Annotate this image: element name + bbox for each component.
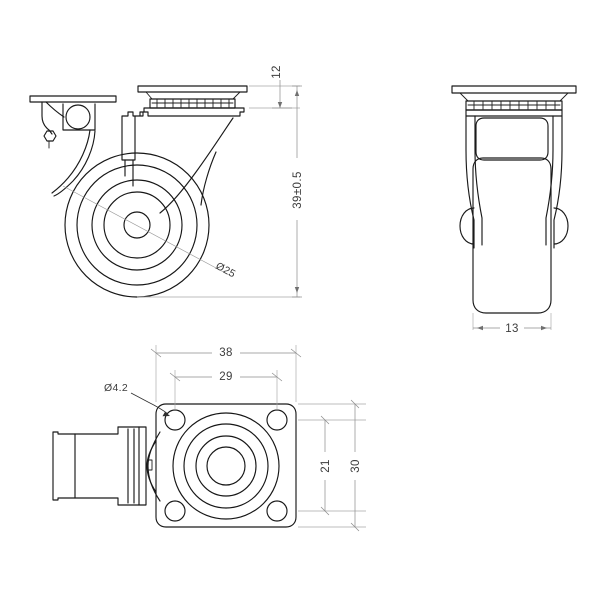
brake-housing bbox=[62, 103, 96, 131]
bolt-hole-leader-arrow bbox=[162, 411, 170, 417]
bolt-spacing-y-text: 21 bbox=[320, 459, 332, 473]
dim-text-mask-wheel-width bbox=[500, 318, 524, 334]
front-axle-cap-right bbox=[553, 207, 569, 245]
brake-bracket-arm bbox=[41, 101, 53, 135]
plan-raceway-mid bbox=[183, 423, 269, 509]
dim-overall-height: 39±0.5 bbox=[292, 171, 304, 209]
dim-plate-depth: 30 bbox=[350, 459, 362, 473]
plate-thickness-text: 12 bbox=[271, 65, 283, 79]
dim-text-mask-29 bbox=[212, 367, 240, 384]
plan-wheel-body bbox=[117, 426, 147, 506]
dim-bolt-spacing-y: 21 bbox=[320, 459, 332, 473]
bolt-hole-bottom-left bbox=[164, 500, 186, 522]
dim-slash-38-right bbox=[290, 348, 302, 358]
plan-kingpin-circle bbox=[206, 446, 246, 486]
front-top-plate bbox=[451, 85, 577, 94]
dim-text-mask-38 bbox=[212, 343, 240, 360]
raceway-balls bbox=[151, 98, 234, 108]
dimension-group-wheel-width: 13 bbox=[473, 318, 551, 335]
wheel-hub-axle bbox=[123, 211, 151, 239]
bolt-hole-diameter-text: Ø4.2 bbox=[104, 382, 128, 394]
brake-pawl bbox=[43, 130, 57, 142]
dim-slash-29-right bbox=[271, 372, 283, 382]
arrow-wheel-width-left bbox=[477, 325, 483, 331]
plan-wheel-axle-hub bbox=[52, 426, 119, 506]
dim-text-mask-30 bbox=[347, 452, 364, 480]
plan-mounting-plate bbox=[155, 403, 297, 528]
bolt-spacing-x-text: 29 bbox=[219, 371, 233, 383]
front-wheel-body bbox=[472, 157, 552, 314]
plate-depth-text: 30 bbox=[350, 459, 362, 473]
fork-leg-inner-edge bbox=[200, 151, 217, 206]
wheel-tread-inner bbox=[76, 164, 198, 286]
wheel-rim-inner bbox=[103, 191, 171, 259]
arrow-height-top bbox=[294, 90, 300, 96]
front-fork-leg-left-inner bbox=[474, 115, 483, 246]
wheel-diameter-leader-line bbox=[62, 185, 232, 277]
view-side-elevation: Ø25 bbox=[29, 85, 300, 298]
brake-lever-arm bbox=[51, 129, 91, 194]
arrow-plate-thickness-lower bbox=[277, 102, 283, 108]
arrow-wheel-width-right bbox=[541, 325, 547, 331]
plate-width-text: 38 bbox=[219, 347, 233, 359]
dimension-group-side-view: 12 39±0.5 bbox=[249, 65, 306, 298]
front-hub-block bbox=[475, 117, 549, 161]
dim-text-mask-21 bbox=[317, 452, 334, 480]
brake-pivot-circle bbox=[65, 104, 91, 130]
fork-leg-curve-right bbox=[159, 117, 234, 214]
overall-height-text: 39±0.5 bbox=[292, 171, 304, 209]
brake-bracket-plate bbox=[29, 95, 117, 103]
plan-keyway-detail bbox=[147, 459, 153, 471]
front-fork-leg-right-outer bbox=[553, 115, 563, 249]
bolt-hole-bottom-right bbox=[266, 500, 288, 522]
top-mounting-plate bbox=[137, 85, 248, 93]
dim-slash-38-left bbox=[150, 348, 162, 358]
dim-text-mask-height bbox=[288, 158, 306, 220]
view-front-elevation bbox=[451, 85, 577, 330]
dim-slash-30-bottom bbox=[350, 522, 360, 532]
front-fork-leg-left-outer bbox=[465, 115, 475, 249]
dimension-group-plan-view: 38 29 21 30 Ø4.2 bbox=[104, 343, 366, 532]
dim-slash-30-top bbox=[350, 399, 360, 409]
plan-raceway-inner bbox=[195, 435, 257, 497]
front-axle-cap-left bbox=[459, 207, 475, 245]
view-top-plan bbox=[52, 403, 297, 528]
front-raceway-balls bbox=[467, 100, 561, 110]
wheel-rim-outer bbox=[91, 179, 183, 271]
dim-slash-21-top bbox=[320, 415, 330, 425]
dim-plate-thickness: 12 bbox=[271, 65, 283, 79]
dim-slash-29-left bbox=[169, 372, 181, 382]
brake-lever-arm-outer bbox=[53, 130, 96, 197]
plan-raceway-outer bbox=[172, 412, 280, 520]
wheel-width-text: 13 bbox=[505, 323, 519, 335]
swivel-fork-head bbox=[121, 107, 245, 161]
arrow-height-bottom bbox=[294, 287, 300, 293]
dim-slash-21-bottom bbox=[320, 506, 330, 516]
